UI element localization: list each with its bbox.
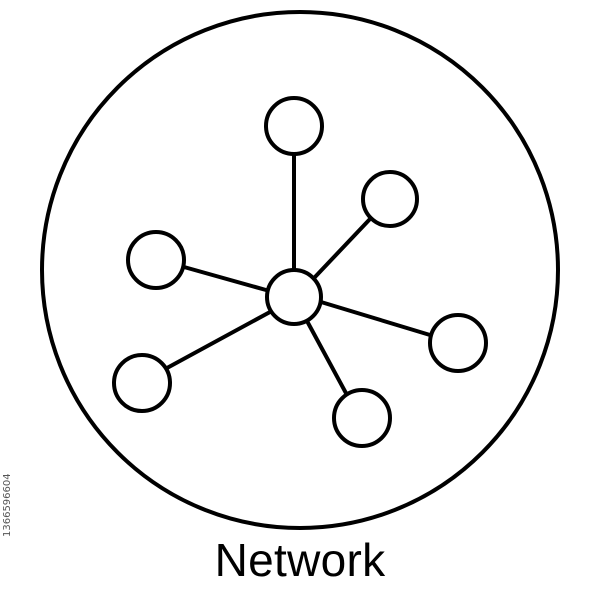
node-lower-left <box>112 353 172 413</box>
node-right <box>428 313 488 373</box>
edge-left <box>182 265 268 292</box>
edges <box>165 153 432 397</box>
stock-image-id: 1366596604 <box>2 473 13 537</box>
nodes <box>112 96 488 448</box>
node-top <box>264 96 324 156</box>
node-upper-right <box>361 170 419 228</box>
node-left <box>126 230 186 290</box>
outer-circle <box>40 10 560 530</box>
icon-caption: Network <box>214 534 386 586</box>
edge-lower-left <box>165 310 272 370</box>
edge-right <box>319 300 432 337</box>
node-center <box>265 268 323 326</box>
edge-upper-right <box>313 217 372 279</box>
node-lower-right <box>332 388 392 448</box>
edge-lower-right <box>305 319 349 397</box>
